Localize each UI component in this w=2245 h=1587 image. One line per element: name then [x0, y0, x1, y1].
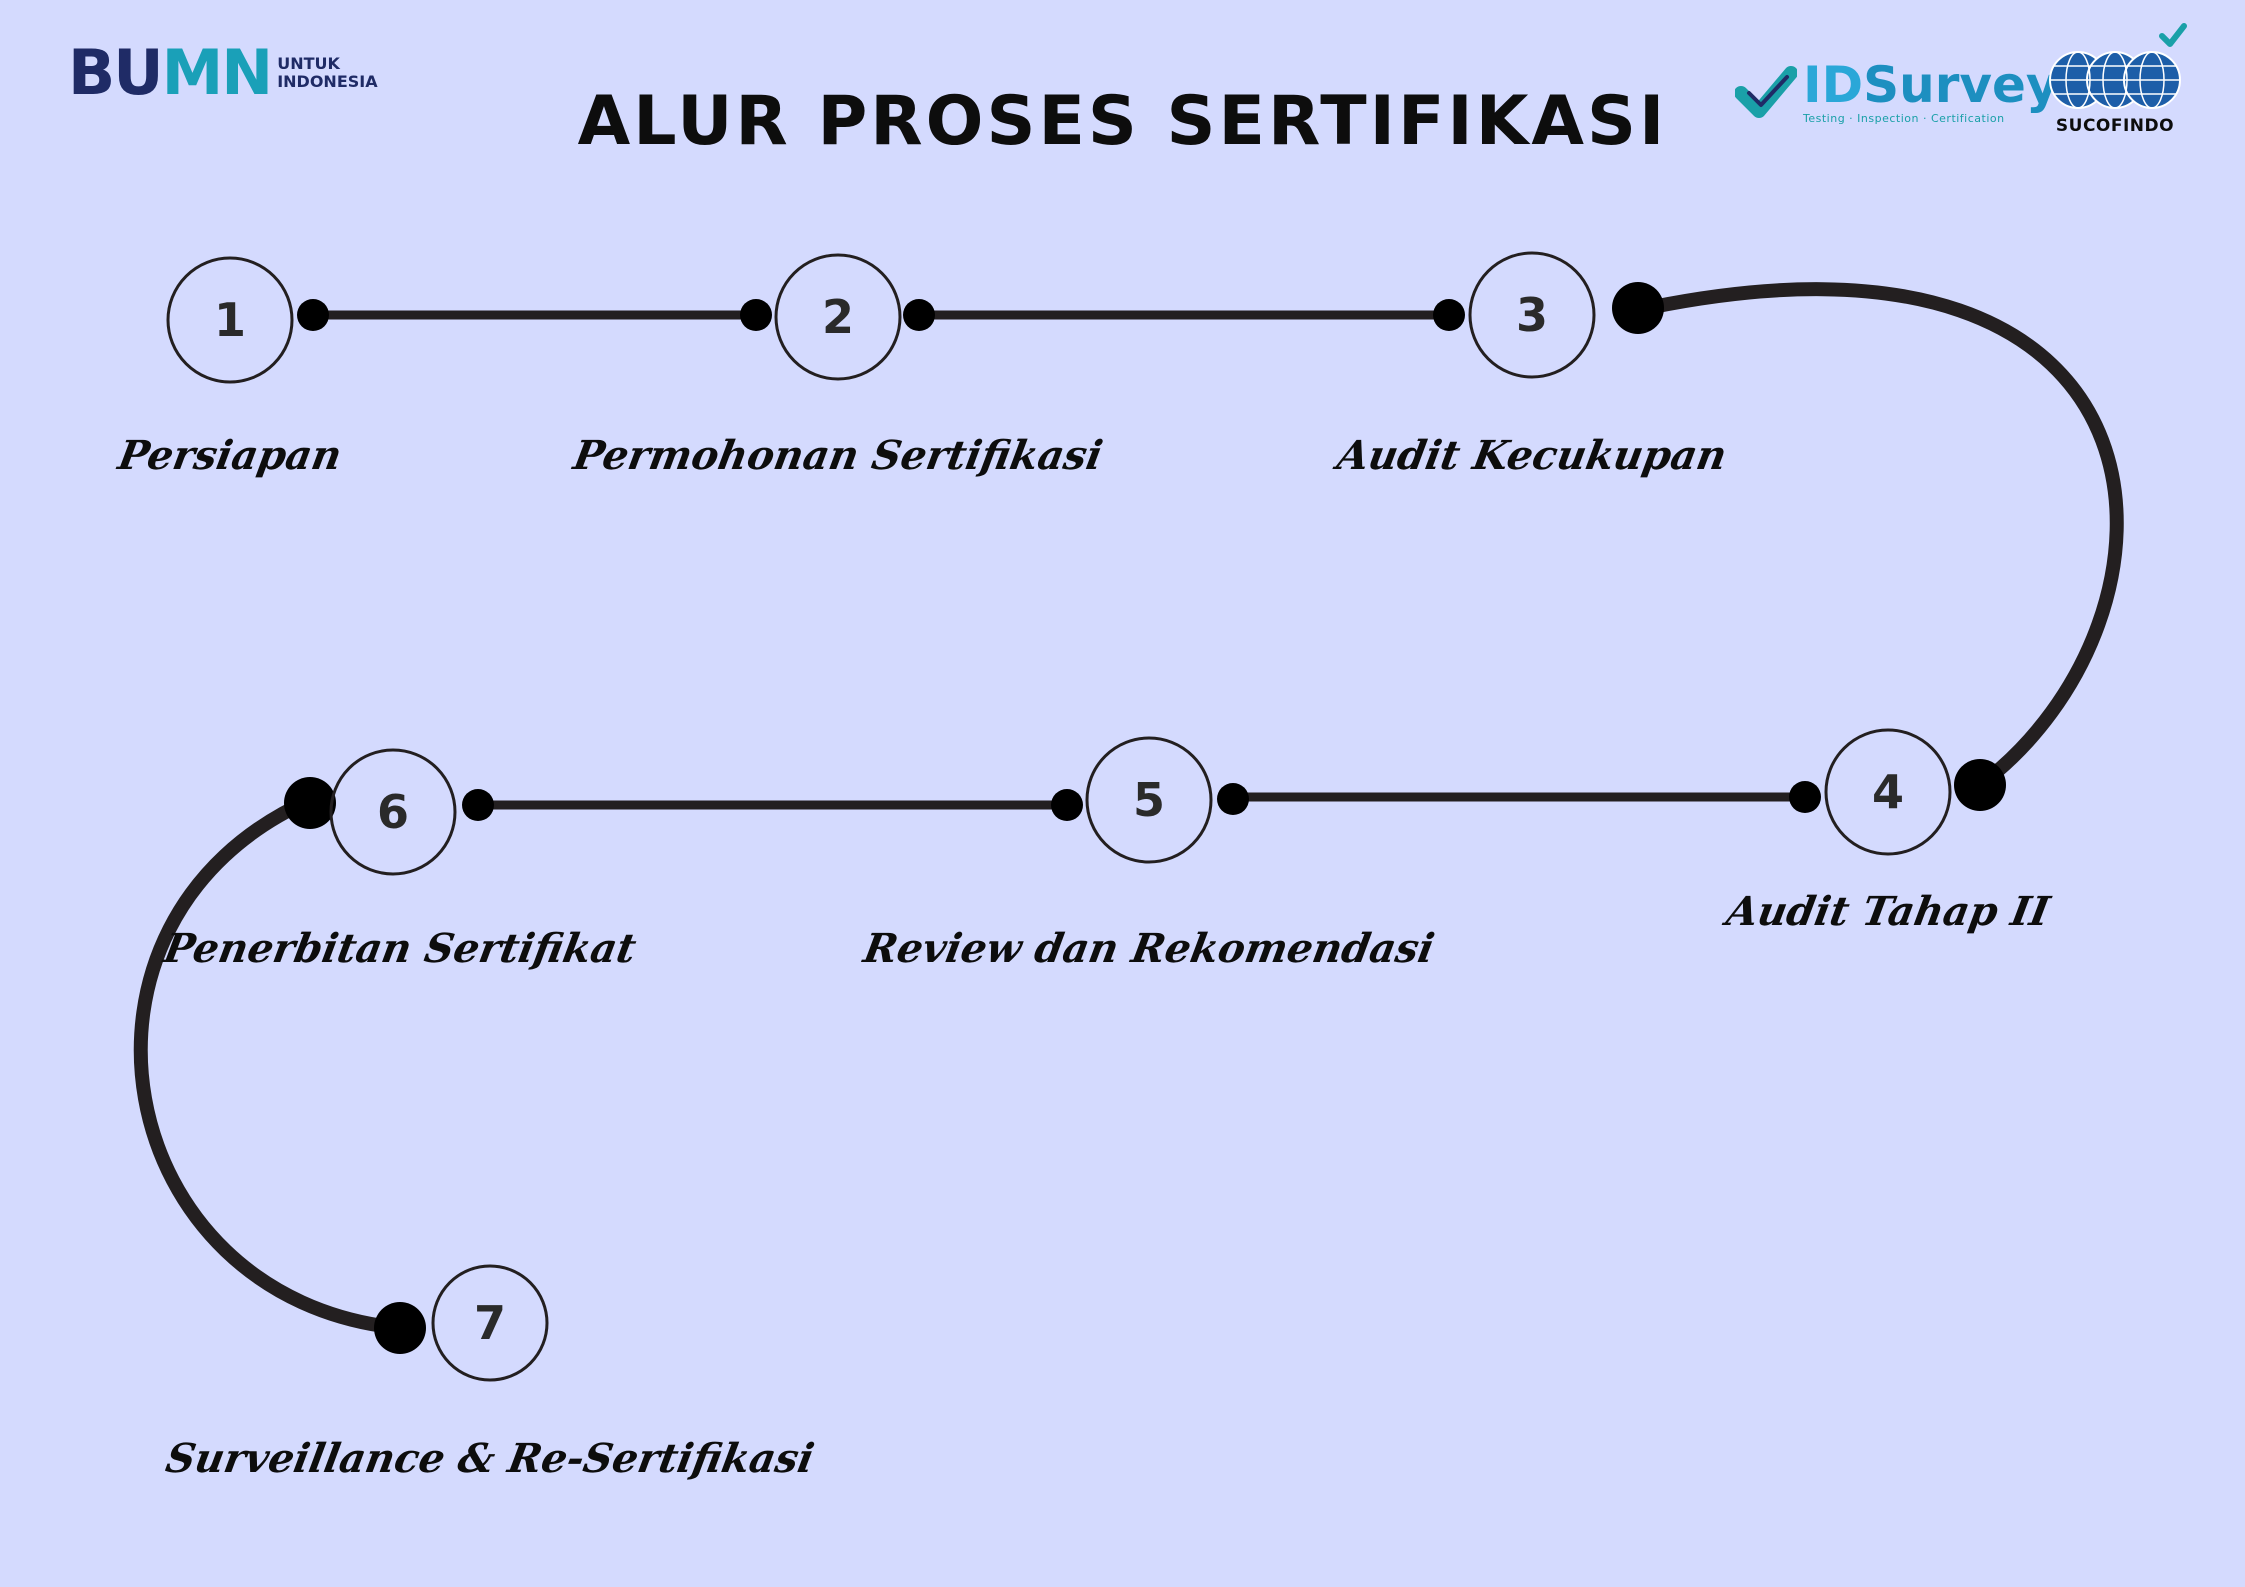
step-node-4: 4	[1824, 728, 1952, 856]
idsurvey-wordmark: IDSurvey	[1803, 60, 2058, 110]
connector-dot	[374, 1302, 426, 1354]
step-number-1: 1	[214, 293, 246, 347]
page-title: ALUR PROSES SERTIFIKASI	[577, 82, 1668, 161]
step-number-2: 2	[822, 290, 854, 344]
idsurvey-logo: IDSurvey Testing · Inspection · Certific…	[1735, 60, 2058, 125]
idsurvey-check-icon	[1735, 65, 1797, 118]
connector-dot	[1051, 789, 1083, 821]
step-label-2: Permohonan Sertifikasi	[569, 432, 1107, 479]
step-node-1: 1	[166, 256, 294, 384]
step-node-5: 5	[1085, 736, 1213, 864]
sucofindo-logo: SUCOFINDO	[2040, 20, 2190, 136]
step-label-4: Audit Tahap II	[1722, 888, 2054, 935]
bumn-mark-bu: BU	[68, 36, 164, 109]
step-number-3: 3	[1516, 288, 1548, 342]
connector-dot	[1217, 783, 1249, 815]
idsurvey-id: ID	[1803, 56, 1864, 114]
sucofindo-globe-icon	[2049, 23, 2187, 109]
connector-dot	[462, 789, 494, 821]
step-node-2: 2	[774, 253, 902, 381]
idsurvey-tagline: Testing · Inspection · Certification	[1803, 112, 2005, 125]
connector-dot	[1433, 299, 1465, 331]
connector-dot	[903, 299, 935, 331]
connector-dot	[297, 299, 329, 331]
connector-dot	[740, 299, 772, 331]
step-label-7: Surveillance & Re-Sertifikasi	[162, 1435, 818, 1482]
connector-dot	[1612, 282, 1664, 334]
step-label-6: Penerbitan Sertifikat	[160, 925, 640, 972]
step-number-7: 7	[474, 1296, 506, 1350]
step-node-6: 6	[329, 748, 457, 876]
step-label-3: Audit Kecukupan	[1333, 432, 1731, 479]
bumn-mark-mn: MN	[161, 36, 274, 109]
step-label-1: Persiapan	[114, 432, 346, 479]
step-number-4: 4	[1872, 765, 1904, 819]
connector-dot	[1789, 781, 1821, 813]
sucofindo-wordmark: SUCOFINDO	[2055, 116, 2175, 136]
idsurvey-name: Survey	[1863, 56, 2059, 114]
step-number-6: 6	[377, 785, 409, 839]
bumn-subtitle-line2: INDONESIA	[277, 72, 378, 91]
connector-6-7	[133, 793, 407, 1335]
connector-dot	[284, 777, 336, 829]
step-label-5: Review dan Rekomendasi	[860, 925, 1438, 972]
step-node-7: 7	[431, 1264, 549, 1382]
connector-dot	[1954, 759, 2006, 811]
connector-3-4	[1631, 282, 2124, 792]
bumn-logo-subtitle: UNTUK INDONESIA	[277, 55, 377, 91]
step-node-3: 3	[1468, 251, 1596, 379]
bumn-logo-mark: BUMN	[68, 42, 273, 104]
bumn-logo: BUMN UNTUK INDONESIA	[68, 42, 378, 104]
step-number-5: 5	[1133, 773, 1165, 827]
bumn-subtitle-line1: UNTUK	[277, 54, 340, 73]
